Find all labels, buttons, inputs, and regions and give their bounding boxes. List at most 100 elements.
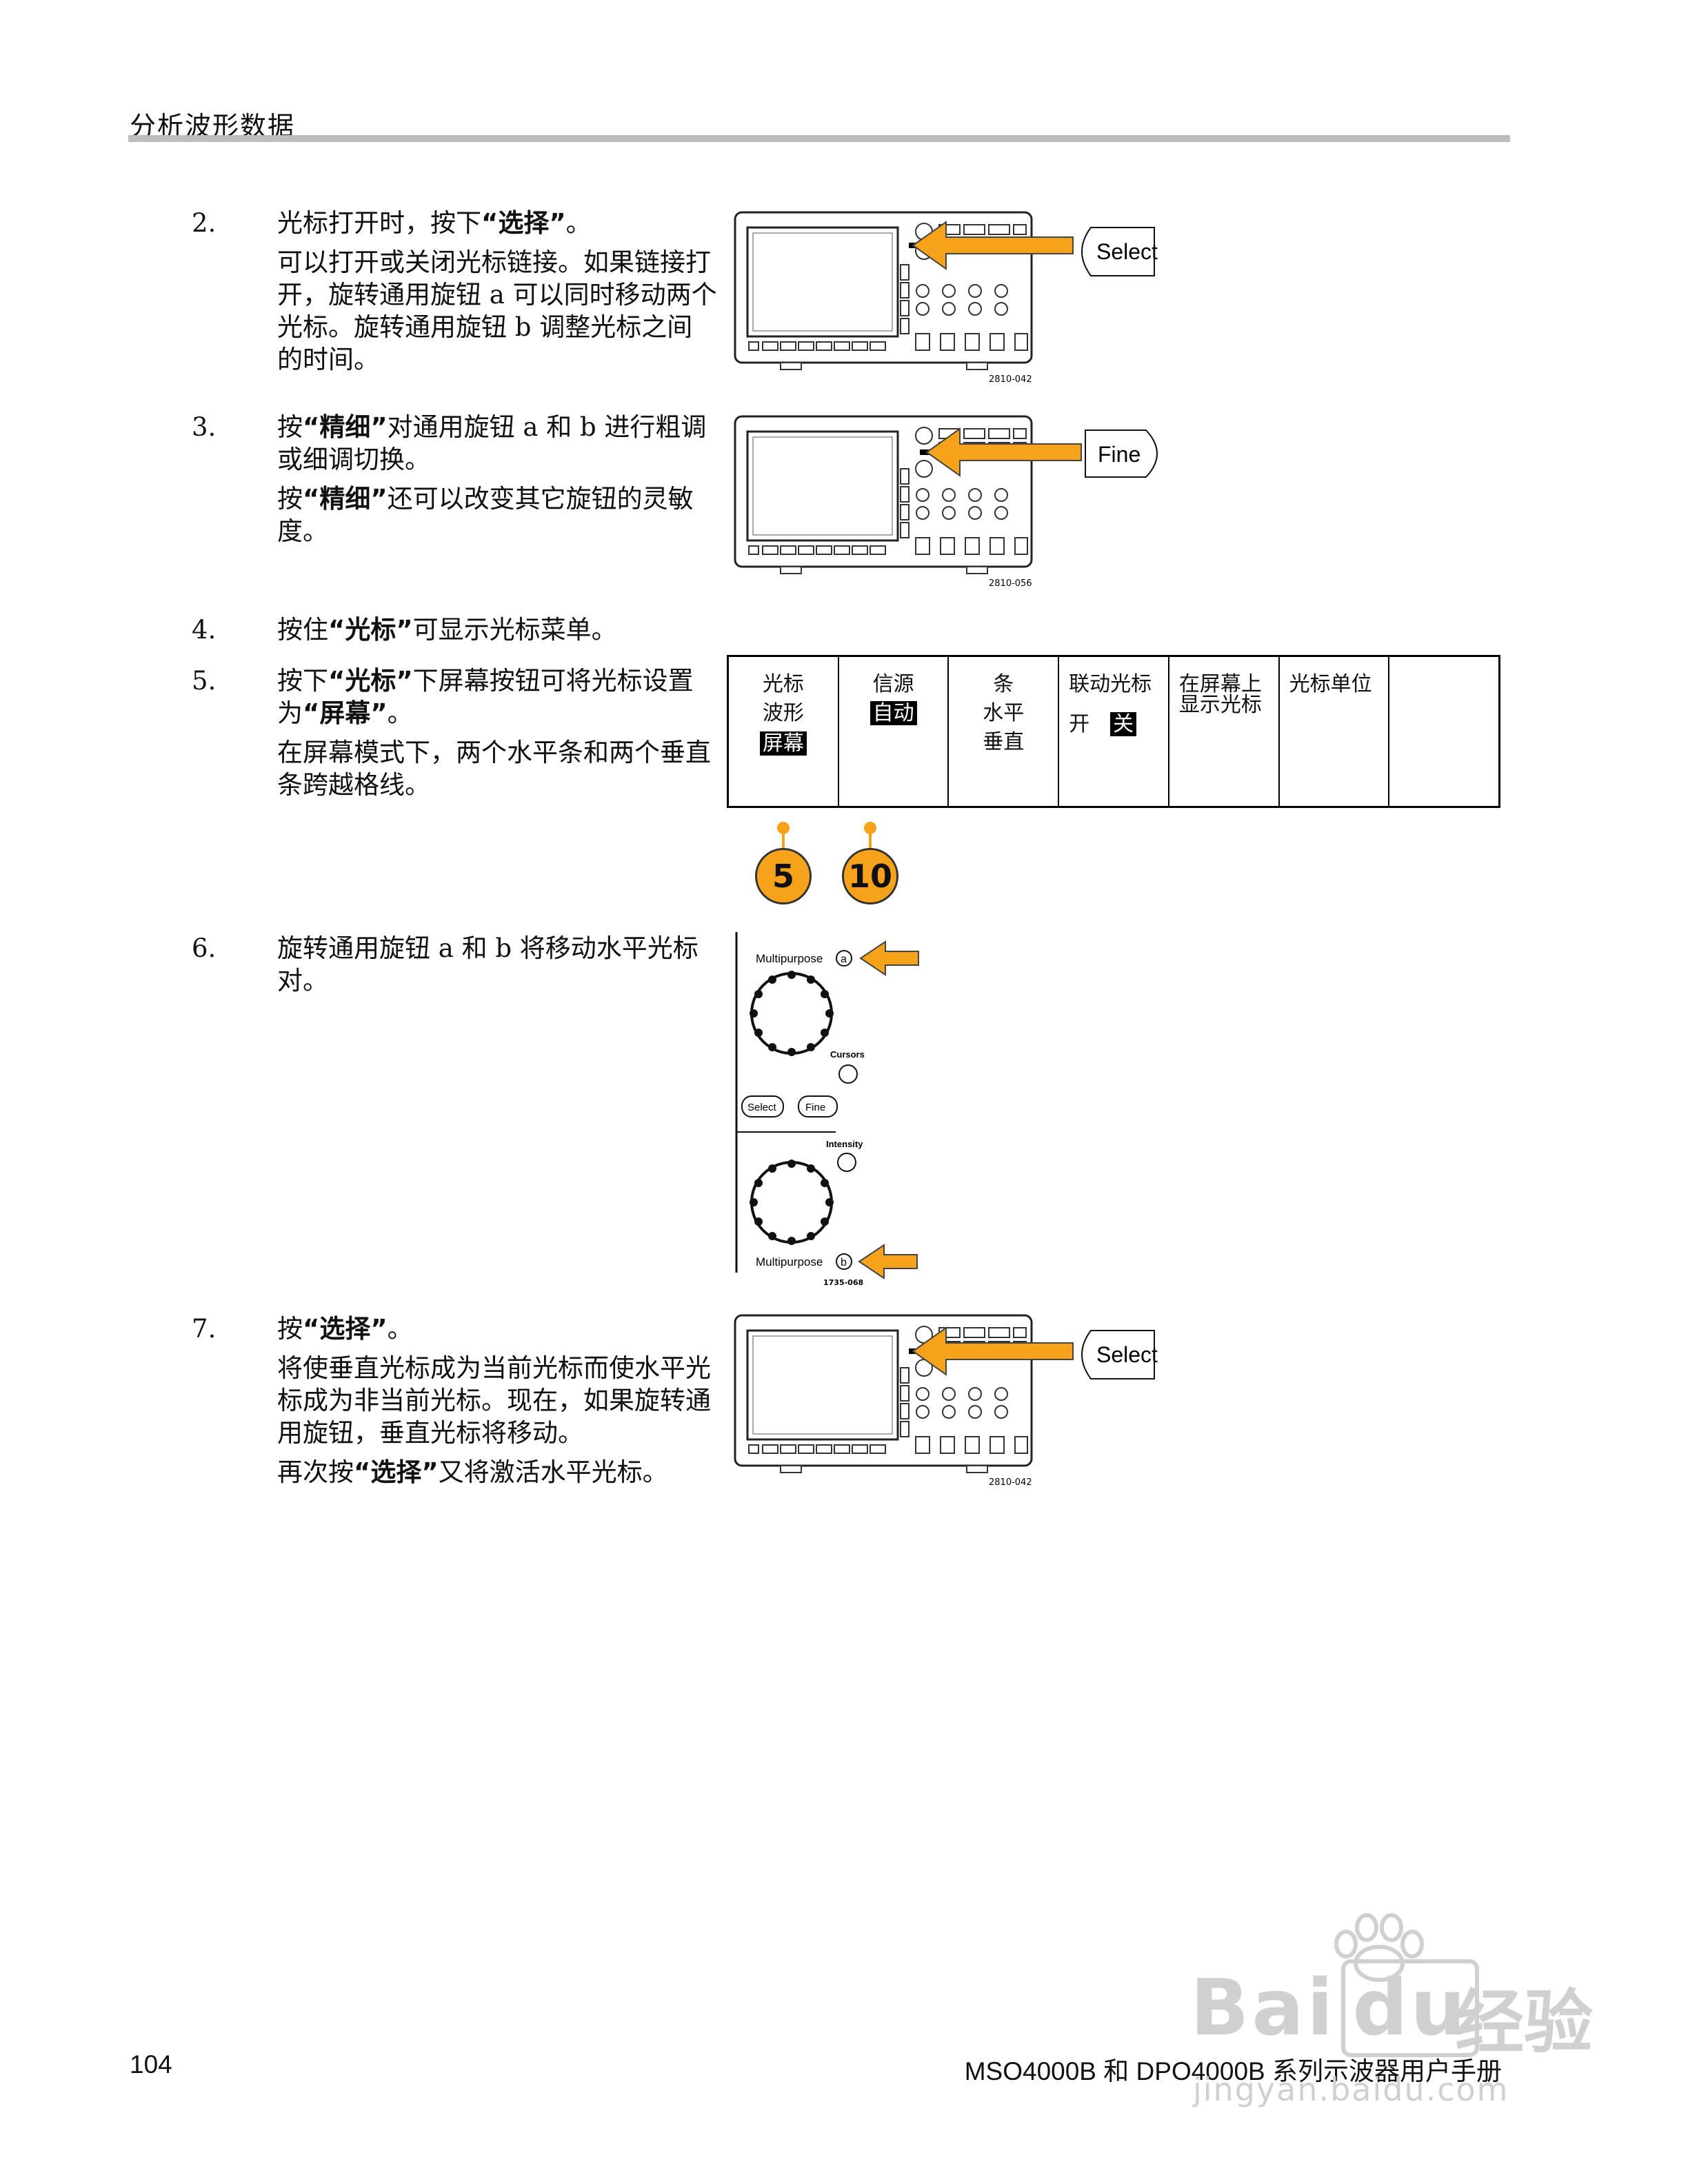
oscilloscope-figure-select: Select 2810-042	[734, 211, 1158, 385]
step-number: 7.	[192, 1314, 217, 1344]
step-detail: 可以打开或关闭光标链接。如果链接打开，旋转通用旋钮 a 可以同时移动两个光标。旋…	[277, 247, 717, 374]
keyword-select: “选择”	[354, 1457, 439, 1487]
watermark-brand-boxed: du	[1341, 1959, 1480, 2057]
cursors-label: Cursors	[830, 1049, 865, 1060]
step-detail-2: 再次按“选择”又将激活水平光标。	[277, 1456, 717, 1488]
step-number: 6.	[192, 933, 217, 963]
cursors-button[interactable]	[838, 1064, 858, 1084]
keyword-fine: “精细”	[303, 412, 388, 442]
keyword-cursor: “光标”	[328, 666, 413, 696]
intensity-button[interactable]	[837, 1153, 856, 1172]
step-text: 。	[565, 208, 592, 238]
watermark-brand-text: Bai	[1190, 1963, 1336, 2053]
multipurpose-knob-a[interactable]	[750, 971, 834, 1056]
step-badge-10: 10	[842, 848, 898, 904]
header-divider	[128, 135, 1510, 142]
multipurpose-knobs-figure: Multipurpose a Cursors Select Fine Inten…	[735, 932, 919, 1287]
menu-cell-source[interactable]: 信源 自动	[839, 657, 950, 806]
option-on: 开	[1069, 712, 1090, 736]
callout-bubble	[1085, 429, 1158, 478]
oscilloscope-figure-fine: Fine 2810-056	[734, 415, 1158, 589]
menu-cell-cursor-units[interactable]: 光标单位	[1280, 657, 1390, 806]
multipurpose-label: Multipurpose	[756, 1255, 823, 1268]
manual-title: MSO4000B 和 DPO4000B 系列示波器用户手册	[964, 2057, 1502, 2085]
step-text: 按下	[277, 666, 328, 696]
selected-option: 屏幕	[759, 731, 807, 756]
multipurpose-knob-b[interactable]	[750, 1160, 834, 1245]
step-number: 5.	[192, 666, 217, 696]
arrow-left-icon	[859, 940, 919, 976]
menu-line: 联动光标	[1069, 672, 1152, 696]
step-text: 还可以改变其它旋钮的灵敏度。	[277, 484, 694, 546]
figure-code: 2810-042	[989, 1477, 1032, 1488]
keyword-select: “选择”	[303, 1314, 388, 1344]
pointer-arrow	[912, 221, 1074, 270]
oscilloscope-figure-select-2: Select 2810-042	[734, 1314, 1158, 1488]
paw-logo-icon	[1334, 1913, 1424, 1982]
step-text: 按	[277, 1314, 303, 1344]
step-text: 对通用旋钮 a 和 b 进行粗调或细调切换。	[277, 412, 707, 474]
menu-line: 显示光标	[1178, 693, 1262, 717]
menu-cell-show-cursors[interactable]: 在屏幕上 显示光标	[1169, 657, 1280, 806]
menu-line: 水平	[983, 701, 1025, 725]
step-text: 又将激活水平光标。	[438, 1457, 668, 1487]
step-detail: 将使垂直光标成为当前光标而使水平光标成为非当前光标。现在，如果旋转通用旋钮，垂直…	[277, 1353, 711, 1448]
step-7: 7.按“选择”。 将使垂直光标成为当前光标而使水平光标成为非当前光标。现在，如果…	[192, 1313, 717, 1488]
step-text: 按	[277, 412, 303, 442]
intensity-label: Intensity	[826, 1139, 863, 1149]
step-text: 按	[277, 484, 303, 514]
menu-line: 波形	[762, 701, 804, 725]
menu-line: 垂直	[983, 730, 1025, 754]
step-text: 下屏幕按钮可将光标设置为	[277, 666, 694, 728]
pointer-arrow	[912, 1326, 1074, 1376]
select-button[interactable]	[741, 1095, 784, 1118]
select-button-label: Select	[747, 1102, 777, 1113]
cursor-menu: 光标 波形 屏幕 信源 自动 条 水平 垂直 联动光标 开关 在屏幕上 显示光标…	[727, 655, 1500, 808]
menu-line: 信源	[872, 672, 914, 696]
step-4: 4.按住“光标”可显示光标菜单。	[192, 614, 717, 646]
step-detail: 在屏幕模式下，两个水平条和两个垂直条跨越格线。	[277, 738, 711, 800]
menu-cell-bars[interactable]: 条 水平 垂直	[949, 657, 1060, 806]
step-text: 按住	[277, 615, 328, 645]
step-number: 3.	[192, 412, 217, 442]
figure-code: 2810-042	[989, 374, 1032, 385]
fine-button[interactable]	[798, 1095, 838, 1118]
badge-pin-line	[782, 827, 785, 849]
figure-code: 2810-056	[989, 578, 1032, 589]
menu-line: 光标单位	[1289, 672, 1372, 696]
selected-option: 自动	[870, 701, 917, 725]
menu-cell-empty	[1389, 657, 1498, 806]
step-6: 6. 旋转通用旋钮 a 和 b 将移动水平光标对。	[192, 932, 717, 997]
step-text: 旋转通用旋钮 a 和 b 将移动水平光标对。	[277, 933, 699, 995]
step-text: 光标打开时，按下	[277, 208, 481, 238]
knob-letter: a	[841, 953, 847, 965]
select-callout-label: Select	[1096, 239, 1158, 264]
page-number: 104	[130, 2050, 172, 2079]
watermark-cn: 经验	[1455, 1982, 1593, 2063]
select-callout-label: Select	[1096, 1342, 1158, 1367]
fine-callout-label: Fine	[1098, 442, 1141, 467]
pointer-arrow	[925, 427, 1082, 477]
menu-cell-link-cursors[interactable]: 联动光标 开关	[1059, 657, 1169, 806]
letter-b-icon	[836, 1253, 852, 1270]
selected-option: 关	[1110, 712, 1137, 736]
menu-cell-cursor-type[interactable]: 光标 波形 屏幕	[729, 657, 839, 806]
step-text: 再次按	[277, 1457, 354, 1487]
step-text: 。	[387, 698, 413, 728]
step-text: 。	[387, 1314, 413, 1344]
keyword-screen: “屏幕”	[303, 698, 388, 728]
step-5: 5. 按下“光标”下屏幕按钮可将光标设置为“屏幕”。 在屏幕模式下，两个水平条和两…	[192, 665, 717, 801]
menu-line: 在屏幕上	[1178, 672, 1262, 696]
letter-a-icon	[836, 950, 852, 967]
oscilloscope-front-panel	[734, 211, 1033, 370]
step-3: 3.按“精细”对通用旋钮 a 和 b 进行粗调或细调切换。 按“精细”还可以改变…	[192, 411, 717, 547]
menu-line: 条	[993, 672, 1014, 696]
callout-bubble	[1081, 227, 1155, 276]
callout-bubble	[1081, 1330, 1155, 1379]
oscilloscope-front-panel	[734, 1314, 1033, 1473]
menu-line: 光标	[762, 672, 804, 696]
arrow-left-icon	[858, 1244, 918, 1280]
step-2: 2.光标打开时，按下“选择”。 可以打开或关闭光标链接。如果链接打开，旋转通用旋…	[192, 207, 717, 376]
keyword-select: “选择”	[481, 208, 566, 238]
